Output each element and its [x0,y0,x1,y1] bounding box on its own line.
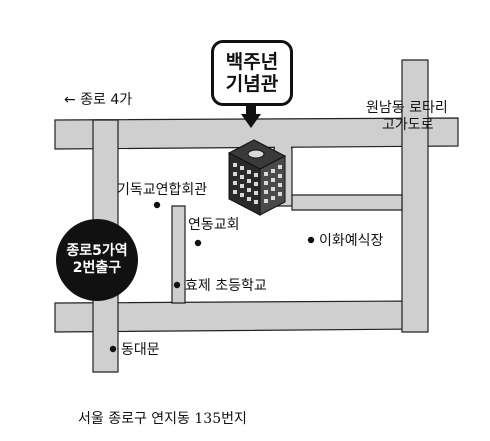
destination-line1: 백주년 [225,50,279,73]
poi-christian-center: 기독교연합회관 [117,182,208,198]
poi-dot-ewha-hall [307,236,315,244]
intersection-mid [275,140,291,150]
station-line2: 2번출구 [72,260,122,276]
destination-line2: 기념관 [225,73,279,95]
poi-dot-dongdaemun [109,345,117,353]
rotary-line2: 고가도로 [382,117,434,133]
destination-callout: 백주년 기념관 [211,40,293,106]
address-text: 서울 종로구 연지동 135번지 [78,411,247,427]
pointer-arrow [241,106,261,128]
station-line1: 종로5가역 [66,242,128,259]
intersection-bl [94,304,117,331]
intersection-tr [403,119,427,145]
rotary-line1: 원남동 로타리 [366,100,448,116]
direction-label: ← 종로 4가 [64,92,133,108]
intersection-tl [94,121,117,148]
intersection-br [403,302,417,328]
poi-dot-christian-center [153,201,161,209]
poi-markers [109,201,315,353]
road-intersections [94,119,427,331]
building-icon [227,139,287,216]
road-side-street [171,205,186,304]
road-upper-main [54,117,459,150]
road-side-street-b [291,194,403,211]
poi-dot-yeondong-church [194,239,202,247]
poi-yeondong-church: 연동교회 [188,217,240,233]
poi-hyoje-school: 효제 초등학교 [185,278,267,294]
poi-dongdaemun: 동대문 [121,342,160,358]
poi-ewha-hall: 이화예식장 [319,233,384,249]
poi-dot-hyoje-school [173,281,181,289]
subway-station-marker: 종로5가역 2번출구 [56,219,138,301]
